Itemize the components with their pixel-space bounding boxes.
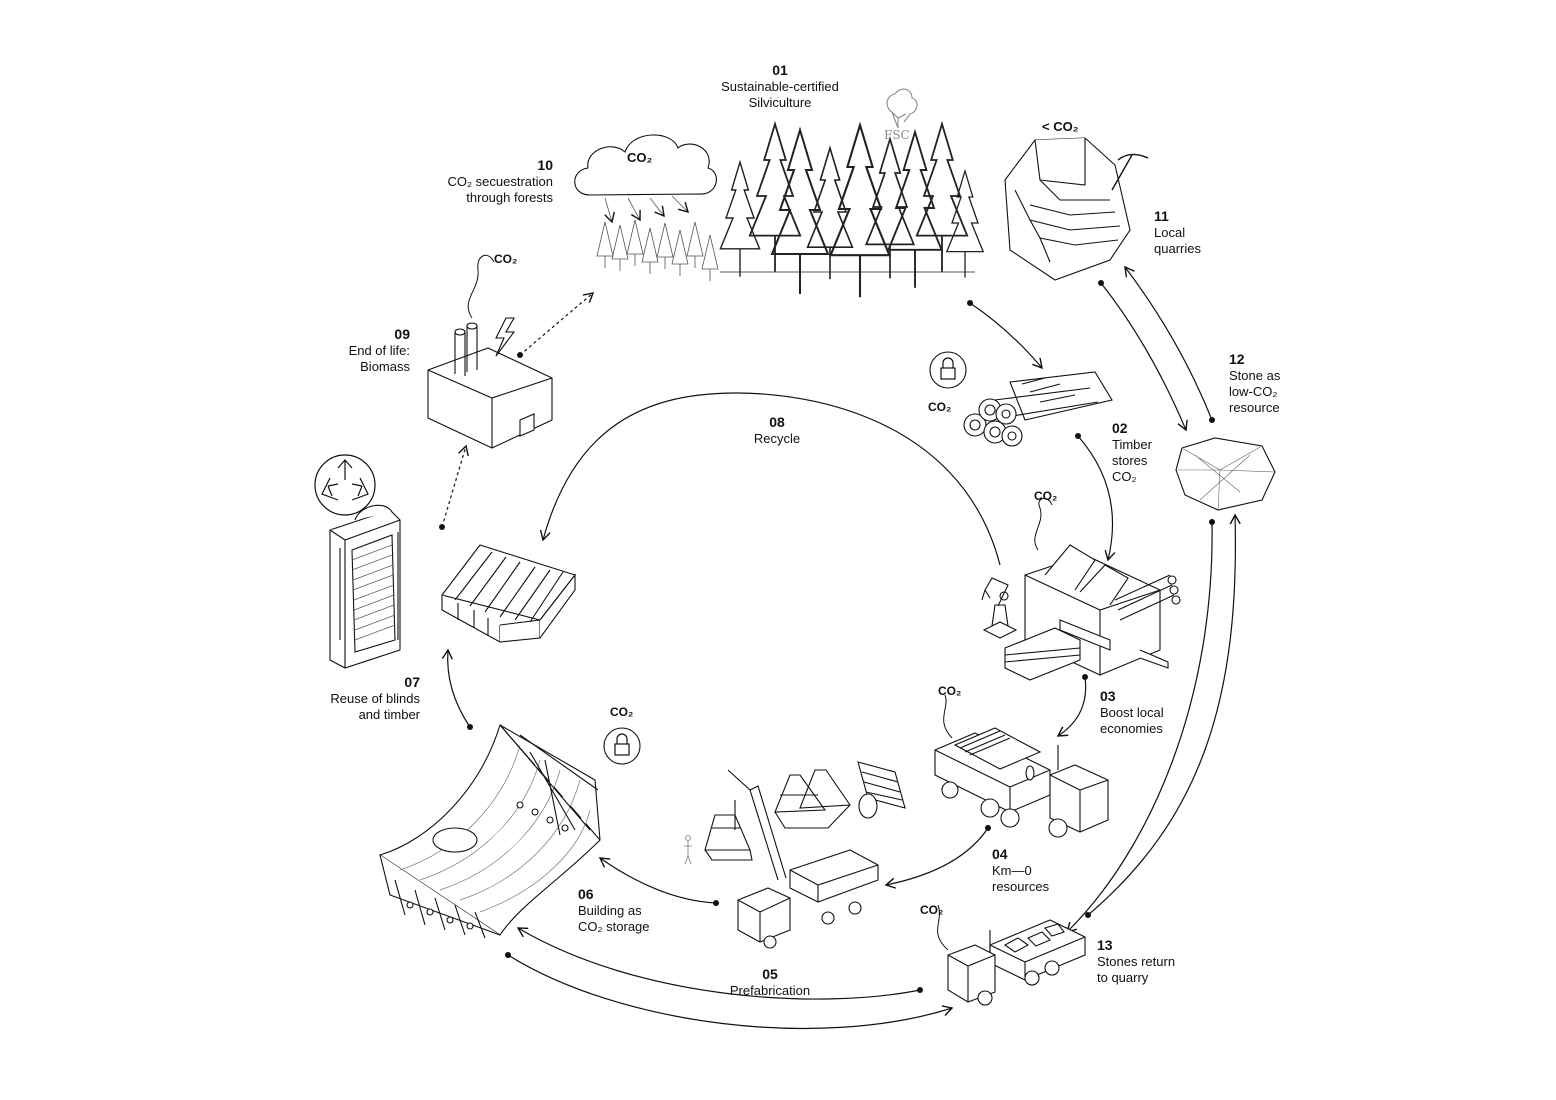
sawmill-icon xyxy=(1004,544,1181,681)
step-10-label: 10 CO₂ secuestration through forests xyxy=(420,157,553,206)
step-number: 09 xyxy=(394,326,410,342)
co2-cloud-tag: CO₂ xyxy=(627,150,653,165)
greenhouse-icon xyxy=(441,544,576,643)
quarry-icon xyxy=(1004,137,1131,281)
person-icon xyxy=(684,835,692,865)
step-number: 13 xyxy=(1097,937,1113,953)
step-01-label: 01 Sustainable-certified Silviculture xyxy=(700,62,860,111)
co2-sawmill-tag: CO₂ xyxy=(1034,489,1058,503)
small-forest-icon xyxy=(596,219,719,282)
step-text: Prefabrication xyxy=(729,983,811,998)
step-08-label: 08 Recycle xyxy=(737,414,817,447)
step-number: 04 xyxy=(992,846,1008,862)
step-number: 11 xyxy=(1154,208,1169,224)
step-number: 06 xyxy=(578,886,594,902)
co2-building-tag: CO₂ xyxy=(610,705,634,719)
step-text: Sustainable-certified Silviculture xyxy=(721,79,839,110)
flow-arrows xyxy=(439,265,1241,1030)
co2-factory-tag: CO₂ xyxy=(494,252,518,266)
step-13-label: 13 Stones return to quarry xyxy=(1097,937,1207,986)
step-text: End of life: Biomass xyxy=(348,343,410,374)
step-03-label: 03 Boost local economies xyxy=(1100,688,1220,737)
smoke-line xyxy=(937,904,949,951)
step-number: 01 xyxy=(772,62,788,78)
step-number: 07 xyxy=(404,674,420,690)
step-05-label: 05 Prefabrication xyxy=(710,966,830,999)
step-text: Stone as low-CO₂ resource xyxy=(1229,368,1281,415)
lightning-icon xyxy=(495,317,516,357)
step-text: CO₂ secuestration through forests xyxy=(447,174,553,205)
step-04-label: 04 Km—0 resources xyxy=(992,846,1092,895)
step-number: 03 xyxy=(1100,688,1116,704)
step-02-label: 02 Timber stores CO₂ xyxy=(1112,420,1192,485)
step-number: 05 xyxy=(762,966,778,982)
step-number: 10 xyxy=(537,157,553,173)
step-07-label: 07 Reuse of blinds and timber xyxy=(300,674,420,723)
fsc-logo-text: FSC xyxy=(884,128,910,142)
co2-truck-tag: CO₂ xyxy=(938,684,962,698)
co2-stone-truck-tag: CO₂ xyxy=(920,903,944,917)
rain-arrows xyxy=(604,195,690,224)
step-number: 02 xyxy=(1112,420,1128,436)
step-12-label: 12 Stone as low-CO₂ resource xyxy=(1229,351,1309,416)
pickaxe-icon xyxy=(1111,153,1149,191)
padlock-icon xyxy=(929,351,967,389)
stone-truck-icon xyxy=(947,919,1086,1006)
co2-quarry-tag: < CO₂ xyxy=(1042,119,1079,134)
step-text: Local quarries xyxy=(1154,225,1201,256)
smoke-line xyxy=(943,694,953,739)
timber-truck-icon xyxy=(934,727,1109,838)
frame-module-icon xyxy=(704,769,852,861)
step-11-label: 11 Local quarries xyxy=(1154,208,1234,257)
factory-icon xyxy=(427,322,553,449)
step-text: Boost local economies xyxy=(1100,705,1164,736)
smoke-line xyxy=(1034,497,1053,551)
fsc-tree-icon xyxy=(886,88,918,129)
step-text: Km—0 resources xyxy=(992,863,1050,894)
step-number: 08 xyxy=(769,414,785,430)
recycle-icon xyxy=(314,454,376,516)
step-text: Reuse of blinds and timber xyxy=(330,691,420,722)
logs-icon xyxy=(963,371,1113,447)
rolled-blind-icon xyxy=(857,761,906,819)
step-text: Timber stores CO₂ xyxy=(1112,437,1152,484)
co2-timber-tag: CO₂ xyxy=(928,400,952,414)
step-text: Building as CO₂ storage xyxy=(578,903,650,934)
step-text: Recycle xyxy=(753,431,801,446)
forest-icon xyxy=(719,123,984,299)
padlock-icon xyxy=(603,727,641,765)
robot-arm-icon xyxy=(981,577,1018,639)
pavilion-icon xyxy=(378,724,601,939)
step-number: 12 xyxy=(1229,351,1245,367)
facade-blind-icon xyxy=(329,504,401,669)
step-06-label: 06 Building as CO₂ storage xyxy=(578,886,688,935)
stone-icon xyxy=(1175,437,1276,511)
step-09-label: 09 End of life: Biomass xyxy=(320,326,410,375)
step-text: Stones return to quarry xyxy=(1097,954,1176,985)
smoke-line xyxy=(467,254,495,319)
crane-truck-icon xyxy=(727,769,879,949)
cloud-icon xyxy=(574,134,717,196)
